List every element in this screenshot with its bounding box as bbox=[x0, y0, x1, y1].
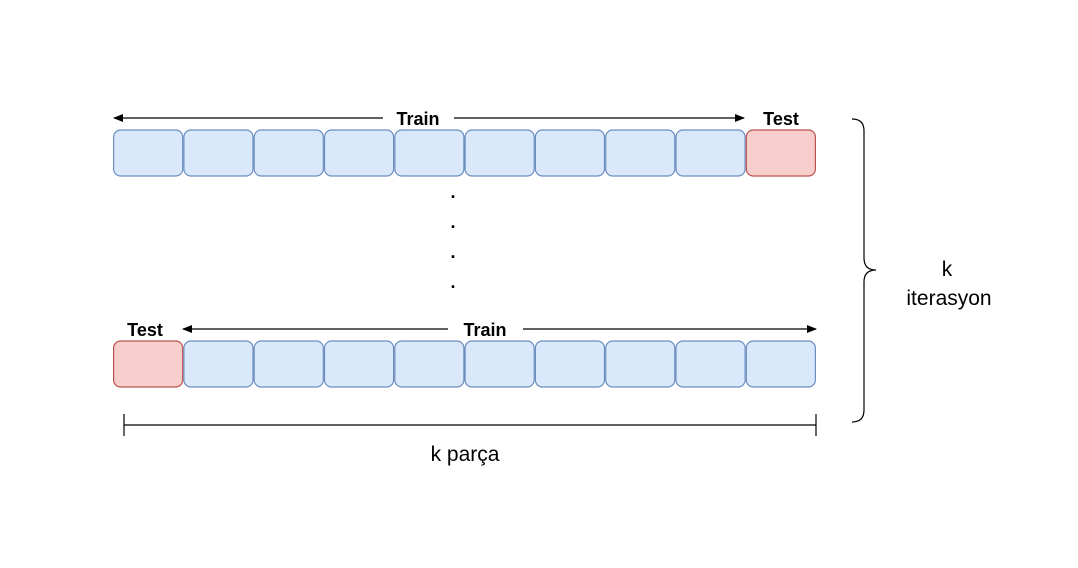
test-label: Test bbox=[763, 109, 799, 129]
curly-brace bbox=[851, 118, 877, 423]
span-label: k parça bbox=[431, 443, 500, 466]
train-fold-cell bbox=[394, 129, 465, 177]
train-fold-cell bbox=[675, 129, 746, 177]
span-indicator: k parça bbox=[123, 414, 817, 466]
brace-label-k: k bbox=[942, 258, 953, 281]
train-fold-cell bbox=[534, 129, 606, 177]
train-fold-cell bbox=[464, 129, 535, 177]
train-label: Train bbox=[396, 109, 439, 129]
test-fold-cell bbox=[745, 129, 816, 177]
train-fold-cell bbox=[745, 340, 816, 388]
train-fold-cell bbox=[183, 129, 254, 177]
train-fold-cell bbox=[253, 340, 324, 388]
ellipsis-dot: . bbox=[450, 272, 455, 292]
fold-row-first: Train Test bbox=[112, 109, 816, 177]
train-fold-cell bbox=[605, 129, 676, 177]
train-fold-cell bbox=[464, 340, 535, 388]
brace-label-iterasyon: iterasyon bbox=[906, 287, 991, 310]
ellipsis-dots: . . . . bbox=[450, 182, 455, 292]
test-fold-cell bbox=[112, 340, 184, 388]
train-fold-cell bbox=[394, 340, 465, 388]
train-fold-cell bbox=[323, 340, 395, 388]
train-fold-cell bbox=[605, 340, 676, 388]
train-fold-cell bbox=[253, 129, 324, 177]
train-fold-cell bbox=[183, 340, 254, 388]
test-label: Test bbox=[127, 320, 163, 340]
train-fold-cell bbox=[534, 340, 606, 388]
ellipsis-dot: . bbox=[450, 182, 455, 202]
ellipsis-dot: . bbox=[450, 212, 455, 232]
train-fold-cell bbox=[675, 340, 746, 388]
ellipsis-dot: . bbox=[450, 242, 455, 262]
iteration-brace: k iterasyon bbox=[851, 118, 992, 423]
train-fold-cell bbox=[323, 129, 395, 177]
train-fold-cell bbox=[112, 129, 184, 177]
train-label: Train bbox=[463, 320, 506, 340]
fold-cells bbox=[112, 340, 816, 388]
fold-row-last: Train Test bbox=[112, 320, 817, 388]
fold-cells bbox=[112, 129, 816, 177]
